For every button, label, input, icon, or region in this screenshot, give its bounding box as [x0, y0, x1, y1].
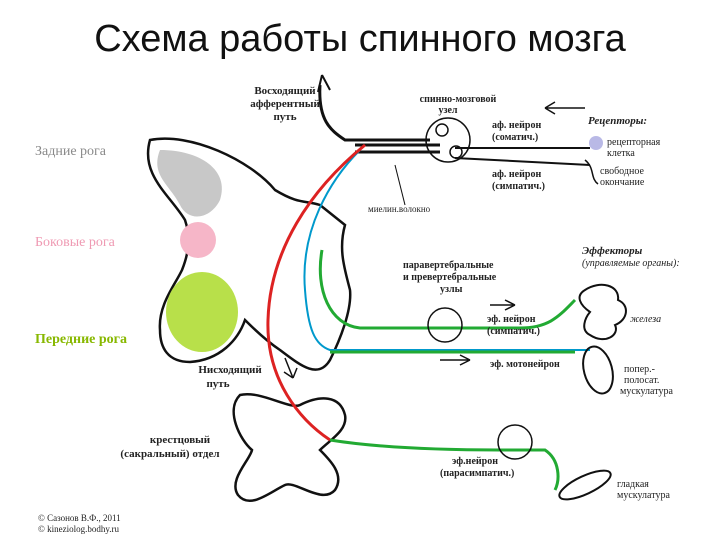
- sympathetic-ganglion: [427, 307, 463, 343]
- spinal-ganglion: [425, 117, 471, 163]
- smooth-muscle: [558, 469, 612, 501]
- ventral-horns-label: Передние рога: [35, 332, 127, 347]
- sacral-label-2: (сакральный) отдел: [120, 448, 219, 460]
- ascending-label-1: Восходящий: [254, 85, 316, 97]
- ascending-arrow: [317, 74, 331, 93]
- receptor-cell: [589, 136, 603, 150]
- paravert-label-1: паравертебральные: [403, 260, 494, 271]
- aff-somatic-label-1: аф. нейрон: [492, 120, 541, 131]
- striated-muscle: [582, 345, 614, 395]
- free-ending-label-2: окончание: [600, 177, 645, 188]
- receptors-label: Рецепторы:: [588, 115, 647, 127]
- descending-arrow: [283, 357, 298, 379]
- lateral-horns-label: Боковые рога: [35, 235, 116, 250]
- striated-label-2: полосат.: [624, 375, 659, 386]
- receptor-cell-label-1: рецепторная: [607, 137, 661, 148]
- lateral-horn: [180, 222, 216, 258]
- paravert-label-2: и превертебральные: [403, 272, 497, 283]
- receptor-arrow: [544, 101, 585, 115]
- descending-label-1: Нисходящий: [198, 364, 262, 376]
- dorsal-horns-label: Задние рога: [35, 144, 107, 159]
- smooth-label-1: гладкая: [617, 479, 649, 490]
- copyright-1: © Сазонов В.Ф., 2011: [38, 513, 121, 523]
- eff-parasymp-label-2: (парасимпатич.): [440, 468, 514, 479]
- myelin-line: [394, 164, 406, 206]
- free-ending-label-1: свободное: [600, 166, 644, 177]
- aff-sympathetic-label-2: (симпатич.): [492, 181, 545, 192]
- gland-shape: [578, 283, 627, 341]
- aff-sympathetic-label-1: аф. нейрон: [492, 169, 541, 180]
- myelin-label: миелин.волокно: [368, 204, 431, 214]
- parasymp-ganglion: [497, 424, 533, 460]
- effectors-label-2: (управляемые органы):: [582, 258, 680, 269]
- eff-motoneuron-label: эф. мотонейрон: [490, 359, 560, 370]
- ascending-path: [318, 84, 430, 142]
- copyright-2: © kineziolog.bodhy.ru: [38, 524, 119, 534]
- gland-label: железа: [630, 314, 661, 325]
- eff-sympathetic-label-2: (симпатич.): [487, 326, 540, 337]
- motor-parasymp-path: [329, 438, 560, 491]
- descending-path: [266, 143, 366, 442]
- motor-arrow-1: [490, 299, 516, 311]
- sacral-section-outline: [232, 392, 347, 502]
- effectors-label-1: Эффекторы: [582, 245, 643, 257]
- descending-label-2: путь: [206, 378, 229, 390]
- afferent-sympathetic-fiber: [454, 147, 591, 166]
- ascending-label-2: афферентный: [250, 98, 320, 110]
- eff-parasymp-label-1: эф.нейрон: [452, 456, 498, 467]
- paravert-label-3: узлы: [440, 284, 463, 295]
- sensory-path: [303, 149, 590, 351]
- page-title: Схема работы спинного мозга: [94, 18, 626, 60]
- ventral-horn: [166, 272, 238, 352]
- eff-sympathetic-label-1: эф. нейрон: [487, 314, 536, 325]
- striated-label-3: мускулатура: [620, 386, 673, 397]
- sacral-label-1: крестцовый: [150, 434, 211, 446]
- motor-arrow-2: [440, 354, 471, 366]
- free-ending: [584, 159, 599, 185]
- ganglion-label-1: спинно-мозговой: [420, 94, 497, 105]
- ganglion-neuron-2: [449, 145, 463, 159]
- motor-sympathetic-path: [318, 249, 577, 330]
- ganglion-neuron-1: [435, 123, 449, 137]
- smooth-label-2: мускулатура: [617, 490, 670, 501]
- ascending-label-3: путь: [273, 111, 296, 123]
- aff-somatic-label-2: (соматич.): [492, 132, 538, 143]
- ganglion-label-2: узел: [438, 105, 457, 116]
- dorsal-horn: [157, 150, 222, 217]
- receptor-cell-label-2: клетка: [607, 148, 635, 159]
- striated-label-1: попер.-: [624, 364, 655, 375]
